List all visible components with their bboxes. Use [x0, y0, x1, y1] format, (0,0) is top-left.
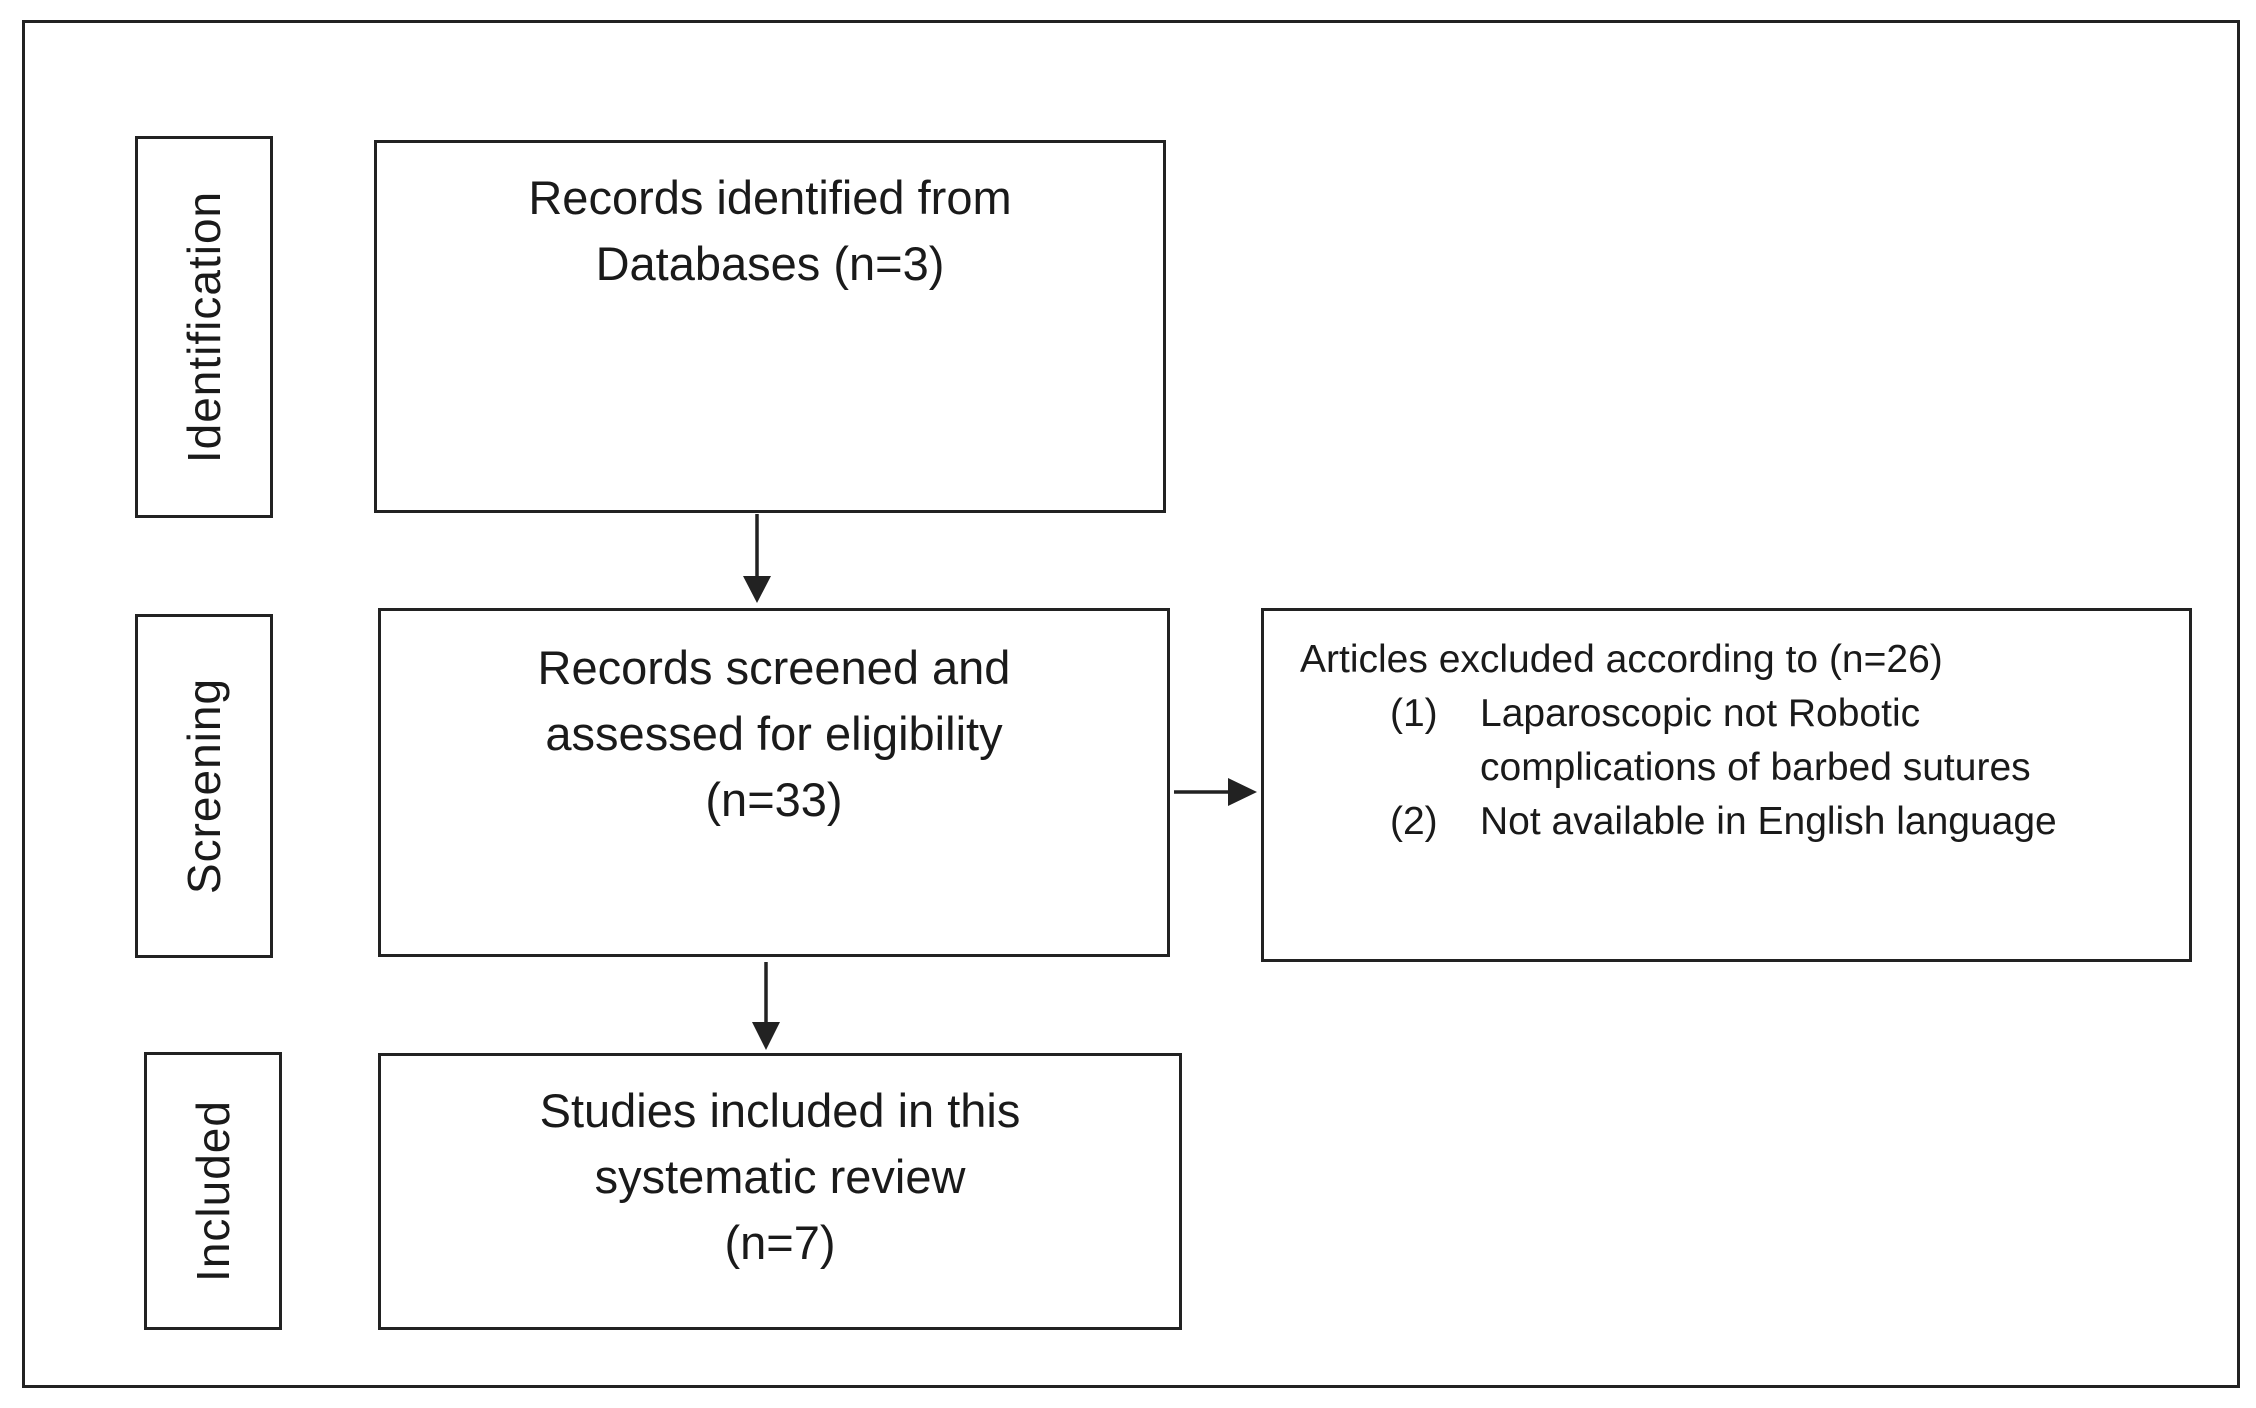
- records-identified-text: Records identified from Databases (n=3): [377, 165, 1163, 297]
- exclusion-item-1-line-1: Laparoscopic not Robotic: [1480, 692, 1921, 735]
- articles-excluded-box: Articles excluded according to (n=26) (1…: [1261, 608, 2192, 962]
- records-screened-line-1: Records screened and: [537, 641, 1011, 694]
- exclusion-item-1-text: Laparoscopic not Robotic complications o…: [1480, 687, 2031, 795]
- diagram-frame: [22, 20, 2240, 1388]
- stage-label-included: Included: [144, 1052, 282, 1330]
- exclusion-item-2-number: (2): [1390, 800, 1438, 843]
- exclusion-item-2-text: Not available in English language: [1480, 795, 2057, 849]
- stage-text-identification: Identification: [178, 190, 230, 464]
- articles-excluded-title: Articles excluded according to (n=26): [1300, 638, 1943, 681]
- exclusion-item-1-number: (1): [1390, 692, 1438, 735]
- records-screened-line-3: (n=33): [705, 773, 843, 826]
- records-screened-line-2: assessed for eligibility: [545, 707, 1003, 760]
- studies-included-line-2: systematic review: [594, 1150, 966, 1203]
- studies-included-line-3: (n=7): [724, 1216, 836, 1269]
- records-identified-line-1: Records identified from: [528, 171, 1012, 224]
- exclusion-item-2-line-1: Not available in English language: [1480, 800, 2057, 843]
- studies-included-box: Studies included in this systematic revi…: [378, 1053, 1182, 1330]
- exclusion-item-1-line-2: complications of barbed sutures: [1480, 746, 2031, 789]
- records-identified-line-2: Databases (n=3): [595, 237, 945, 290]
- stage-label-identification: Identification: [135, 136, 273, 518]
- stage-text-screening: Screening: [178, 677, 230, 895]
- records-identified-box: Records identified from Databases (n=3): [374, 140, 1166, 513]
- studies-included-text: Studies included in this systematic revi…: [381, 1078, 1179, 1276]
- studies-included-line-1: Studies included in this: [539, 1084, 1021, 1137]
- stage-label-screening: Screening: [135, 614, 273, 958]
- records-screened-text: Records screened and assessed for eligib…: [381, 635, 1167, 833]
- stage-text-included: Included: [187, 1100, 239, 1282]
- records-screened-box: Records screened and assessed for eligib…: [378, 608, 1170, 957]
